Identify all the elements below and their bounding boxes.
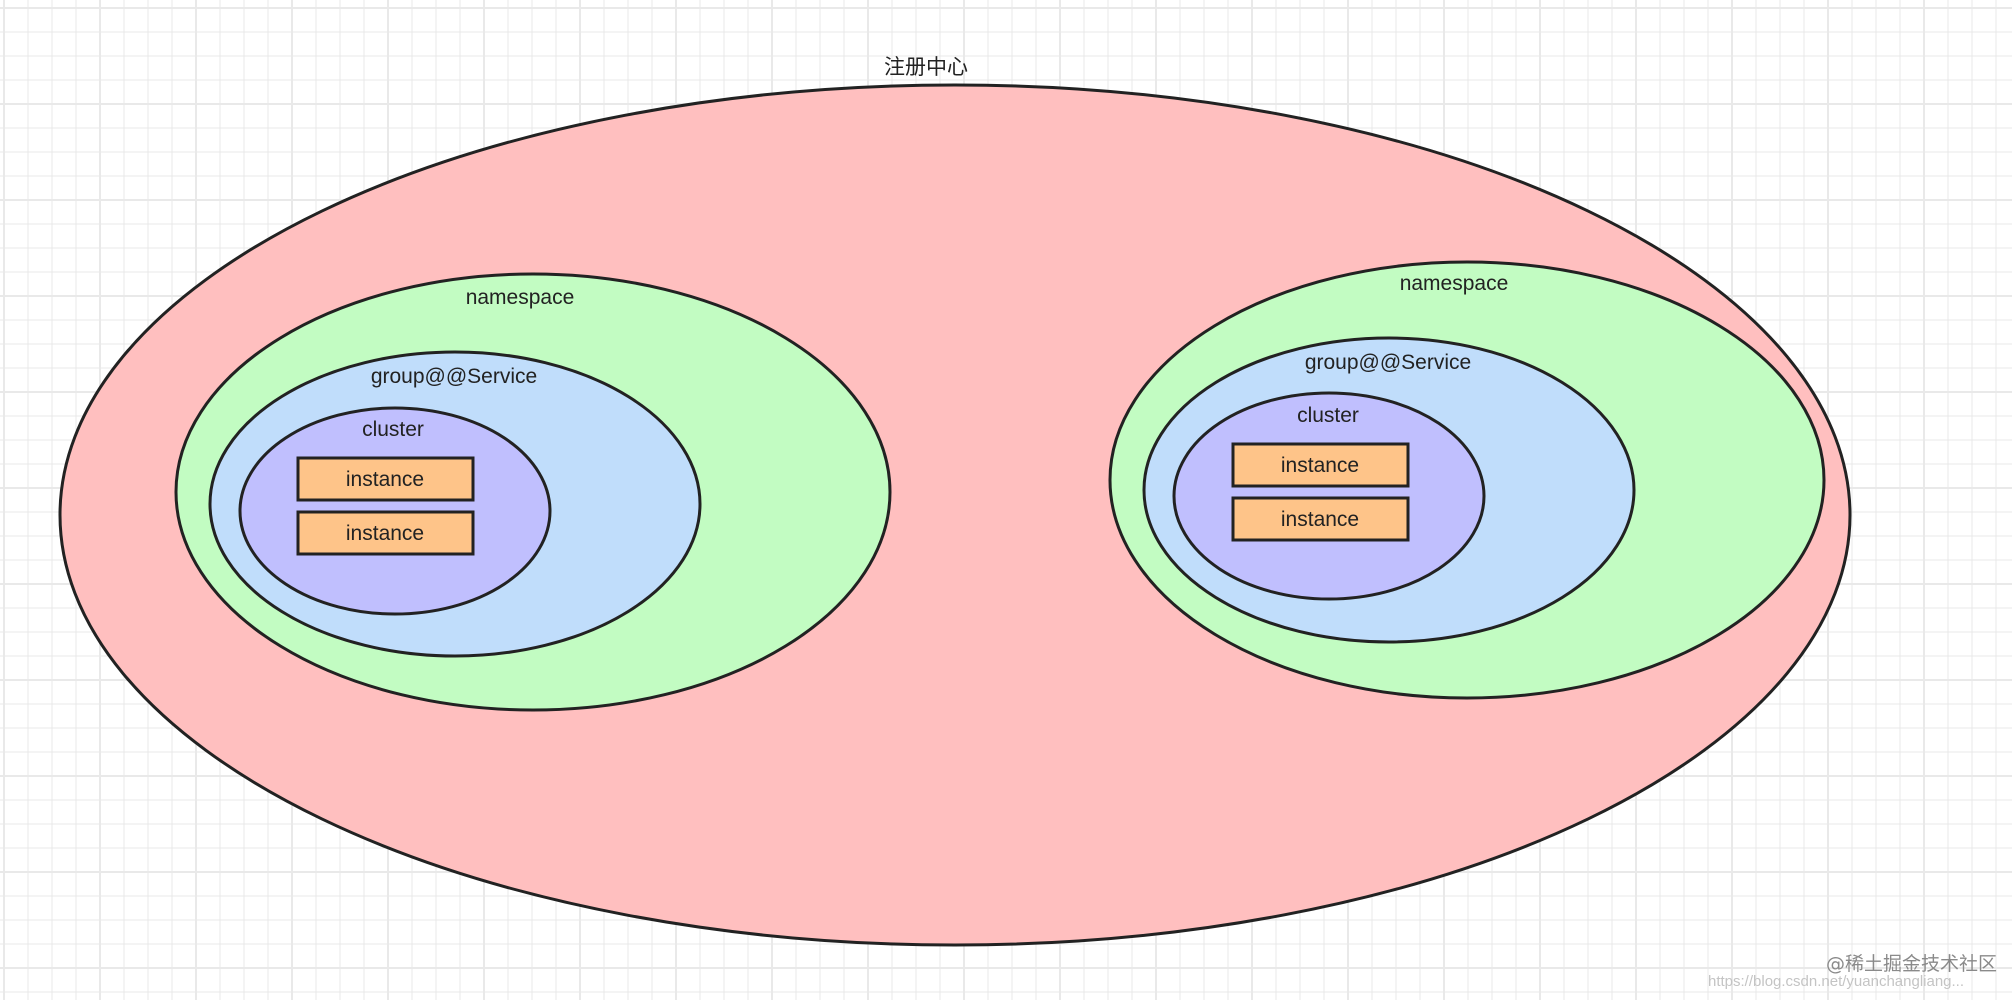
instance-right-2-label: instance	[1281, 508, 1359, 531]
group-left-label: group@@Service	[371, 365, 537, 388]
instance-right-2-rect	[1231, 496, 1410, 542]
instance-left-1-label: instance	[346, 468, 424, 491]
watermark: https://blog.csdn.net/yuanchangliang... …	[1708, 953, 1997, 990]
group-left[interactable]: group@@Service cluster instance instance	[208, 350, 702, 658]
group-right[interactable]: group@@Service cluster instance instance	[1142, 336, 1636, 644]
instance-left-2-rect	[296, 510, 475, 556]
instance-box[interactable]: instance	[296, 510, 475, 556]
instance-left-2-label: instance	[346, 522, 424, 545]
cluster-right-label: cluster	[1297, 404, 1359, 427]
instance-left-1-rect	[296, 456, 475, 502]
instance-box[interactable]: instance	[296, 456, 475, 502]
cluster-left-label: cluster	[362, 418, 424, 441]
namespace-left[interactable]: namespace group@@Service cluster instanc…	[174, 272, 892, 712]
registry-label: 注册中心	[884, 55, 968, 79]
namespace-right-label: namespace	[1400, 272, 1509, 295]
instance-box[interactable]: instance	[1231, 496, 1410, 542]
cluster-left[interactable]: cluster instance instance	[238, 406, 552, 616]
watermark-sub: https://blog.csdn.net/yuanchangliang...	[1708, 973, 1964, 990]
instance-box[interactable]: instance	[1231, 442, 1410, 488]
instance-right-1-label: instance	[1281, 454, 1359, 477]
namespace-left-label: namespace	[466, 286, 575, 309]
instance-right-1-rect	[1231, 442, 1410, 488]
watermark-main: @稀土掘金技术社区	[1826, 953, 1997, 975]
group-right-label: group@@Service	[1305, 351, 1471, 374]
cluster-right[interactable]: cluster instance instance	[1172, 391, 1486, 601]
namespace-right[interactable]: namespace group@@Service cluster instanc…	[1108, 260, 1826, 700]
